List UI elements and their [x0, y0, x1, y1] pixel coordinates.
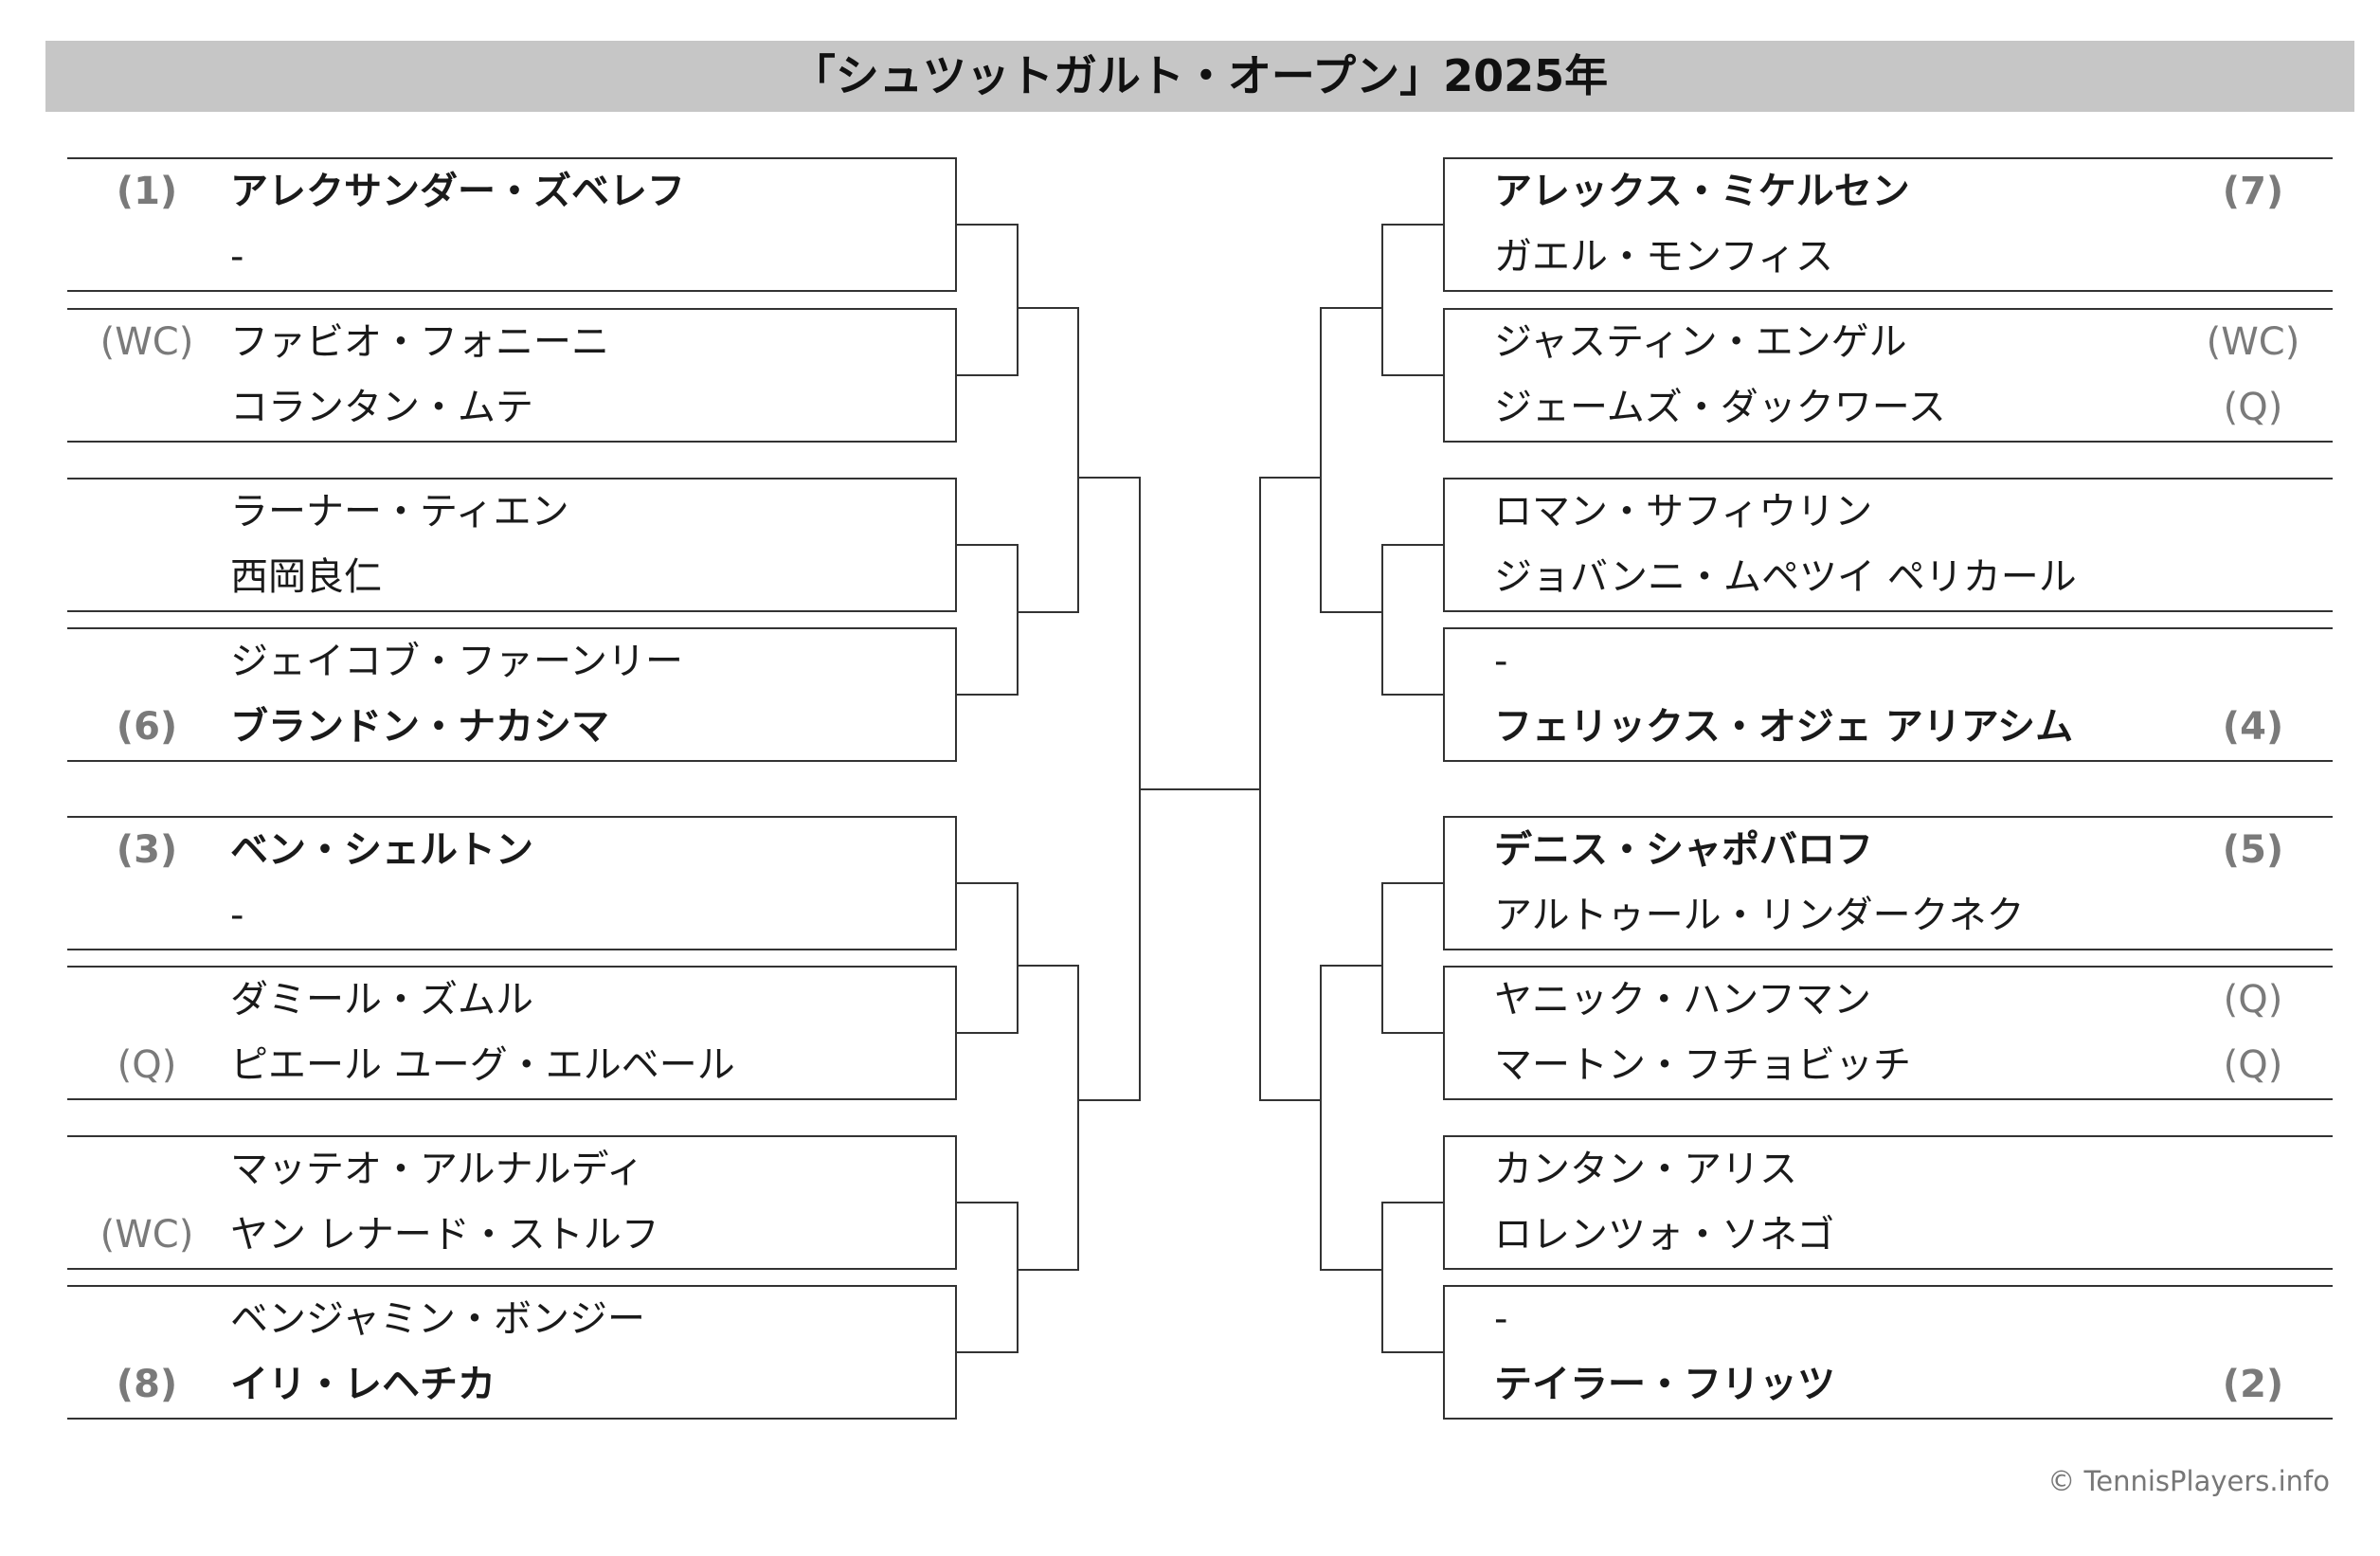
player-row: (3) ベン・シェルトン [67, 818, 955, 883]
right-match-2: (WC) ジャスティン・エンゲル (Q) ジェームズ・ダックワース [1443, 308, 2333, 443]
player-row: ダミール・ズムル [67, 968, 955, 1033]
player-row: マッテオ・アルナルディ [67, 1137, 955, 1203]
seed-label: (3) [116, 828, 178, 872]
seed-label: (2) [2222, 1363, 2284, 1406]
seed-label: (6) [116, 705, 178, 749]
player-name: デニス・シャポバロフ [1494, 828, 1873, 872]
seed-label: (Q) [117, 1043, 177, 1087]
player-row: (WC) ジャスティン・エンゲル [1445, 310, 2333, 375]
player-row: ガエル・モンフィス [1445, 225, 2333, 290]
player-row: - [1445, 629, 2333, 695]
player-row: ラーナー・ティエン [67, 479, 955, 545]
player-row: (4) フェリックス・オジェ アリアシム [1445, 695, 2333, 760]
player-name: ジョバンニ・ムペツイ ペリカール [1494, 555, 2077, 599]
seed-label: (WC) [99, 320, 194, 364]
player-name: ヤニック・ハンフマン [1494, 978, 1871, 1022]
player-name: イリ・レヘチカ [230, 1363, 496, 1406]
title-bar: 「シュツットガルト・オープン」2025年 [45, 41, 2354, 112]
player-row: アルトゥール・リンダークネク [1445, 883, 2333, 949]
seed-label: (WC) [2206, 320, 2300, 364]
player-row: (Q) ジェームズ・ダックワース [1445, 375, 2333, 441]
player-name: マッテオ・アルナルディ [230, 1148, 644, 1191]
player-name: ベン・シェルトン [230, 828, 533, 872]
left-match-5: (3) ベン・シェルトン - [67, 816, 957, 950]
player-name: ジャスティン・エンゲル [1494, 320, 1907, 364]
left-match-7: マッテオ・アルナルディ (WC) ヤン レナード・ストルフ [67, 1135, 957, 1270]
player-name: コランタン・ムテ [230, 386, 533, 429]
player-row: - [67, 883, 955, 949]
player-row: 西岡良仁 [67, 545, 955, 610]
player-name: ヤン レナード・ストルフ [230, 1213, 659, 1257]
player-row: (Q) ピエール ユーグ・エルベール [67, 1033, 955, 1098]
left-match-4: ジェイコブ・ファーンリー (6) ブランドン・ナカシマ [67, 627, 957, 762]
player-name: カンタン・アリス [1494, 1148, 1797, 1191]
right-match-3: ロマン・サフィウリンジョバンニ・ムペツイ ペリカール [1443, 478, 2333, 612]
player-row: (2) テイラー・フリッツ [1445, 1352, 2333, 1418]
left-match-2: (WC) ファビオ・フォニーニコランタン・ムテ [67, 308, 957, 443]
tournament-title: 「シュツットガルト・オープン」2025年 [791, 50, 1609, 101]
player-name: ラーナー・ティエン [230, 490, 569, 534]
player-row: (5) デニス・シャポバロフ [1445, 818, 2333, 883]
player-name: マートン・フチョビッチ [1494, 1043, 1911, 1087]
player-row: (7) アレックス・ミケルセン [1445, 159, 2333, 225]
player-name: ピエール ユーグ・エルベール [230, 1043, 735, 1087]
left-match-3: ラーナー・ティエン西岡良仁 [67, 478, 957, 612]
player-name: ガエル・モンフィス [1494, 235, 1833, 279]
player-row: (6) ブランドン・ナカシマ [67, 695, 955, 760]
left-match-8: ベンジャミン・ボンジー (8) イリ・レヘチカ [67, 1285, 957, 1420]
right-match-4: - (4) フェリックス・オジェ アリアシム [1443, 627, 2333, 762]
seed-label: (1) [116, 170, 178, 213]
player-row: (WC) ファビオ・フォニーニ [67, 310, 955, 375]
player-name: ファビオ・フォニーニ [230, 320, 609, 364]
player-name: - [230, 235, 244, 279]
player-name: ロレンツォ・ソネゴ [1494, 1213, 1835, 1257]
seed-label: (4) [2222, 705, 2284, 749]
left-match-6: ダミール・ズムル (Q) ピエール ユーグ・エルベール [67, 966, 957, 1100]
player-row: - [67, 225, 955, 290]
seed-label: (7) [2222, 170, 2284, 213]
copyright-notice: © TennisPlayers.info [2047, 1465, 2330, 1497]
player-name: ダミール・ズムル [230, 978, 533, 1022]
player-name: アレクサンダー・ズベレフ [230, 170, 685, 213]
right-match-5: (5) デニス・シャポバロフアルトゥール・リンダークネク [1443, 816, 2333, 950]
player-row: ジョバンニ・ムペツイ ペリカール [1445, 545, 2333, 610]
seed-label: (Q) [2223, 1043, 2283, 1087]
player-row: - [1445, 1287, 2333, 1352]
player-name: 西岡良仁 [230, 555, 382, 599]
player-row: カンタン・アリス [1445, 1137, 2333, 1203]
player-name: ロマン・サフィウリン [1494, 490, 1873, 534]
player-row: (Q) マートン・フチョビッチ [1445, 1033, 2333, 1098]
player-row: (1) アレクサンダー・ズベレフ [67, 159, 955, 225]
player-name: ジェームズ・ダックワース [1494, 386, 1946, 429]
player-name: - [1494, 640, 1508, 683]
right-match-1: (7) アレックス・ミケルセンガエル・モンフィス [1443, 157, 2333, 292]
seed-label: (5) [2222, 828, 2284, 872]
player-row: ベンジャミン・ボンジー [67, 1287, 955, 1352]
player-name: ジェイコブ・ファーンリー [230, 640, 683, 683]
player-row: ロマン・サフィウリン [1445, 479, 2333, 545]
right-match-7: カンタン・アリスロレンツォ・ソネゴ [1443, 1135, 2333, 1270]
player-name: - [230, 894, 244, 937]
player-name: ベンジャミン・ボンジー [230, 1297, 645, 1341]
player-row: (Q) ヤニック・ハンフマン [1445, 968, 2333, 1033]
player-name: ブランドン・ナカシマ [230, 705, 609, 749]
player-row: (8) イリ・レヘチカ [67, 1352, 955, 1418]
player-row: ロレンツォ・ソネゴ [1445, 1203, 2333, 1268]
player-row: コランタン・ムテ [67, 375, 955, 441]
seed-label: (8) [116, 1363, 178, 1406]
player-name: フェリックス・オジェ アリアシム [1494, 705, 2074, 749]
player-row: ジェイコブ・ファーンリー [67, 629, 955, 695]
right-match-8: - (2) テイラー・フリッツ [1443, 1285, 2333, 1420]
player-name: - [1494, 1297, 1508, 1341]
player-name: テイラー・フリッツ [1494, 1363, 1835, 1406]
player-row: (WC) ヤン レナード・ストルフ [67, 1203, 955, 1268]
left-match-1: (1) アレクサンダー・ズベレフ - [67, 157, 957, 292]
player-name: アルトゥール・リンダークネク [1494, 894, 2025, 937]
right-match-6: (Q) ヤニック・ハンフマン (Q) マートン・フチョビッチ [1443, 966, 2333, 1100]
player-name: アレックス・ミケルセン [1494, 170, 1910, 213]
seed-label: (WC) [99, 1213, 194, 1257]
seed-label: (Q) [2223, 386, 2283, 429]
seed-label: (Q) [2223, 978, 2283, 1022]
